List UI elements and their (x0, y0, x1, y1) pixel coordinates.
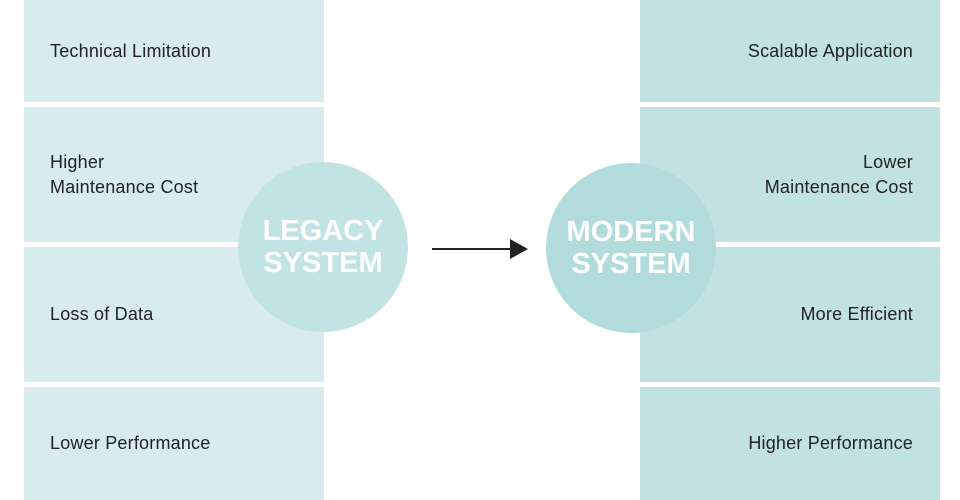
legacy-item-label: Lower Performance (50, 433, 211, 453)
legacy-system-circle: LEGACY SYSTEM (238, 162, 408, 332)
modern-system-circle: MODERN SYSTEM (546, 163, 716, 333)
modern-item-higher-performance: Higher Performance (640, 387, 940, 500)
legacy-item-label: Higher Maintenance Cost (50, 151, 199, 197)
arrow-right-icon (432, 239, 528, 259)
legacy-item-label: Technical Limitation (50, 40, 212, 61)
modern-item-label: More Efficient (800, 304, 913, 324)
legacy-item-technical-limitation: Technical Limitation (24, 0, 324, 102)
modern-item-label: Lower Maintenance Cost (764, 151, 913, 197)
legacy-item-lower-performance: Lower Performance (24, 387, 324, 500)
modern-item-scalable-application: Scalable Application (640, 0, 940, 102)
modern-item-label: Higher Performance (748, 433, 913, 453)
legacy-item-label: Loss of Data (50, 304, 154, 324)
modern-item-label: Scalable Application (747, 40, 913, 61)
modern-item-maintenance-cost: Lower Maintenance Cost (640, 107, 940, 242)
